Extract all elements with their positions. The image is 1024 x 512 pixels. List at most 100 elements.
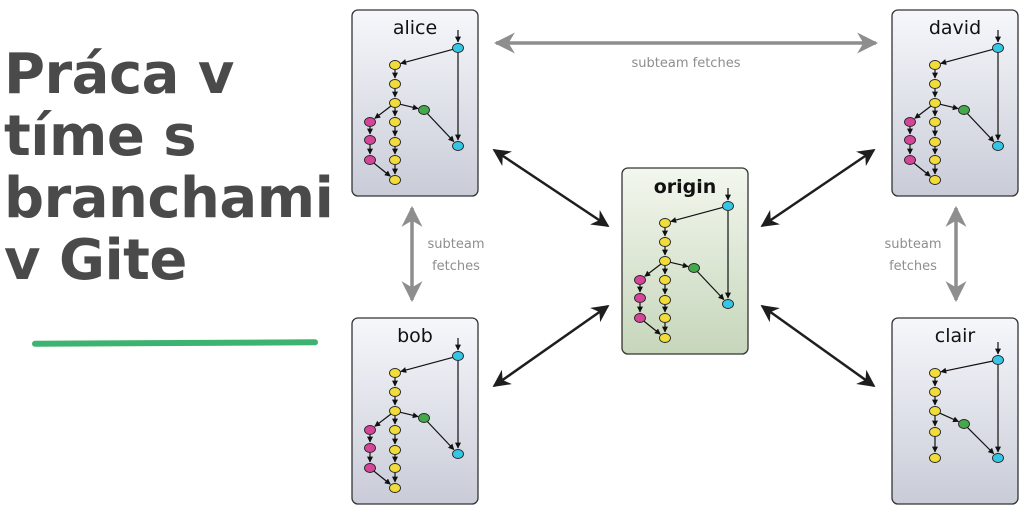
commit-yellow (929, 98, 941, 108)
slide-title: Práca v tíme s branchami v Gite (4, 42, 334, 293)
commit-cyan (452, 351, 464, 361)
commit-yellow (659, 275, 671, 285)
commit-magenta (904, 135, 916, 145)
commit-cyan (992, 355, 1004, 365)
commit-edge (373, 162, 391, 177)
commit-cyan (452, 141, 464, 151)
commit-graph (929, 342, 1004, 463)
commit-edge (426, 113, 455, 143)
repo-label-alice: alice (393, 17, 437, 39)
commit-edge (374, 105, 392, 119)
commit-yellow (659, 256, 671, 266)
commit-yellow (929, 368, 941, 378)
commit-green (688, 263, 700, 273)
sync-arrow-alice-origin (492, 148, 610, 228)
commit-yellow (389, 387, 401, 397)
fetch-label-top: subteam fetches (632, 56, 741, 71)
commit-edge (643, 320, 661, 335)
commit-green (958, 105, 970, 115)
commit-yellow (389, 137, 401, 147)
commit-yellow (929, 406, 941, 416)
commit-yellow (929, 175, 941, 185)
commit-cyan (722, 299, 734, 309)
commit-yellow (389, 425, 401, 435)
commit-edge (669, 261, 689, 269)
commit-edge (670, 206, 724, 223)
fetch-label-left-2: fetches (432, 259, 480, 274)
title-line-2: tíme s (4, 104, 197, 169)
commit-green (418, 105, 430, 115)
commit-edge (940, 48, 994, 65)
commit-edge (914, 105, 932, 119)
sync-arrow-bob-origin (492, 304, 610, 388)
commit-edge (913, 162, 931, 177)
commit-yellow (389, 117, 401, 127)
title-line-3: branchami (4, 166, 334, 231)
repo-label-david: david (929, 17, 981, 39)
commit-yellow (659, 237, 671, 247)
title-line-1: Práca v (4, 42, 234, 107)
commit-edge (373, 470, 391, 485)
commit-edge (426, 421, 455, 451)
commit-cyan (992, 141, 1004, 151)
commit-green (958, 419, 970, 429)
repo-origin: origin (621, 167, 749, 355)
commit-magenta (634, 275, 646, 285)
commit-magenta (364, 425, 376, 435)
fetch-label-left-1: subteam (428, 237, 485, 252)
commit-yellow (389, 406, 401, 416)
commit-magenta (364, 463, 376, 473)
commit-cyan (452, 43, 464, 53)
sync-arrow-clair-origin (760, 304, 876, 388)
commit-green (418, 413, 430, 423)
commit-edge (374, 413, 392, 427)
commit-edge (400, 356, 454, 373)
commit-yellow (389, 155, 401, 165)
commit-yellow (389, 175, 401, 185)
commit-yellow (929, 137, 941, 147)
commit-edge (939, 103, 959, 111)
commit-edge (644, 263, 662, 277)
repo-bob: bob (351, 317, 479, 505)
commit-yellow (659, 333, 671, 343)
repo-clair: clair (891, 317, 1019, 505)
commit-yellow (389, 463, 401, 473)
commit-edge (939, 412, 960, 423)
title-line-4: v Gite (4, 228, 187, 293)
commit-magenta (364, 135, 376, 145)
commit-yellow (659, 218, 671, 228)
commit-yellow (389, 60, 401, 70)
commit-magenta (364, 117, 376, 127)
repo-david: david (891, 9, 1019, 197)
commit-cyan (452, 449, 464, 459)
fetch-label-right-2: fetches (889, 259, 937, 274)
commit-yellow (389, 483, 401, 493)
commit-magenta (364, 155, 376, 165)
commit-magenta (634, 293, 646, 303)
commit-magenta (904, 117, 916, 127)
commit-cyan (992, 43, 1004, 53)
commit-magenta (634, 313, 646, 323)
repo-label-bob: bob (397, 325, 433, 347)
commit-edge (399, 103, 419, 111)
commit-yellow (929, 60, 941, 70)
commit-edge (696, 271, 725, 301)
repo-alice: alice (351, 9, 479, 197)
commit-yellow (389, 98, 401, 108)
commit-magenta (904, 155, 916, 165)
commit-edge (966, 113, 995, 143)
commit-graph (364, 338, 464, 493)
commit-yellow (929, 155, 941, 165)
commit-edge (940, 360, 994, 374)
commit-yellow (929, 427, 941, 437)
commit-edge (400, 48, 454, 65)
commit-yellow (929, 117, 941, 127)
repo-label-origin: origin (654, 176, 717, 198)
commit-graph (634, 188, 734, 343)
commit-yellow (929, 387, 941, 397)
commit-graph (904, 30, 1004, 185)
commit-yellow (659, 313, 671, 323)
commit-cyan (722, 201, 734, 211)
fetch-label-right-1: subteam (885, 237, 942, 252)
